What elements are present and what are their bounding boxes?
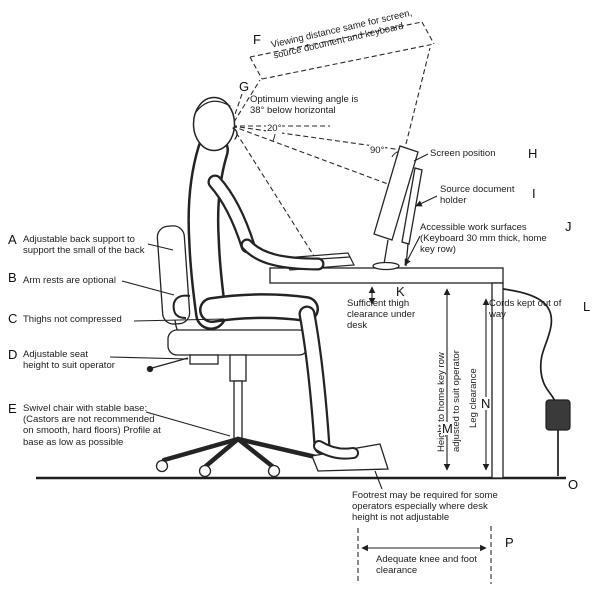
office-chair [146, 225, 329, 478]
label-m: M [441, 421, 454, 436]
label-i: I [531, 186, 537, 201]
label-a: A [7, 232, 18, 247]
note-leg-clearance: Leg clearance [468, 368, 479, 428]
label-e: E [7, 401, 18, 416]
note-thigh-clearance: Sufficient thigh clearance under desk [347, 298, 416, 332]
label-l: L [582, 299, 592, 314]
note-arm-rests: Arm rests are optional [23, 275, 116, 286]
label-d: D [7, 347, 19, 362]
power-outlet [545, 399, 571, 431]
note-screen-position: Screen position [430, 148, 496, 159]
note-footrest: Footrest may be required for some operat… [352, 490, 498, 524]
note-home-key-height: Height to home key row adjusted to suit … [434, 350, 464, 452]
sight-lines [231, 21, 492, 584]
label-g: G [238, 79, 251, 94]
monitor [372, 145, 419, 271]
note-document-holder: Source document holder [440, 184, 515, 207]
head [192, 96, 236, 152]
leader-lines [109, 153, 438, 490]
dimension-arrows [361, 286, 490, 552]
casters [155, 456, 329, 478]
note-seat-height: Adjustable seat height to suit operator [23, 349, 115, 372]
person-figure [187, 96, 359, 460]
note-back-support: Adjustable back support to support the s… [23, 234, 145, 257]
note-work-surfaces: Accessible work surfaces (Keyboard 30 mm… [420, 222, 547, 256]
note-thighs: Thighs not compressed [23, 314, 122, 325]
note-cords: Cords kept out of way [489, 298, 562, 321]
note-swivel-chair: Swivel chair with stable base: (Castors … [23, 403, 161, 448]
label-n: N [480, 396, 492, 411]
label-c: C [7, 311, 19, 326]
viewing-angle-value: 20° [266, 123, 283, 134]
hair [195, 100, 231, 113]
chair-base [161, 436, 323, 469]
label-p: P [504, 535, 515, 550]
label-o: O [567, 477, 580, 492]
label-h: H [527, 146, 539, 161]
label-b: B [7, 270, 18, 285]
note-home-key-height-line1: Height to home key row [436, 352, 447, 452]
screen-angle-value: 90° [369, 145, 386, 156]
label-j: J [564, 219, 573, 234]
note-home-key-height-line2: adjusted to suit operator [451, 350, 462, 452]
desk [269, 267, 504, 479]
note-viewing-angle: Optimum viewing angle is 38° below horiz… [250, 94, 359, 117]
label-k: K [395, 284, 406, 299]
note-knee-foot-clearance: Adequate knee and foot clearance [376, 554, 477, 577]
power-cord [502, 288, 571, 476]
label-f: F [252, 32, 262, 47]
nose [232, 127, 238, 140]
